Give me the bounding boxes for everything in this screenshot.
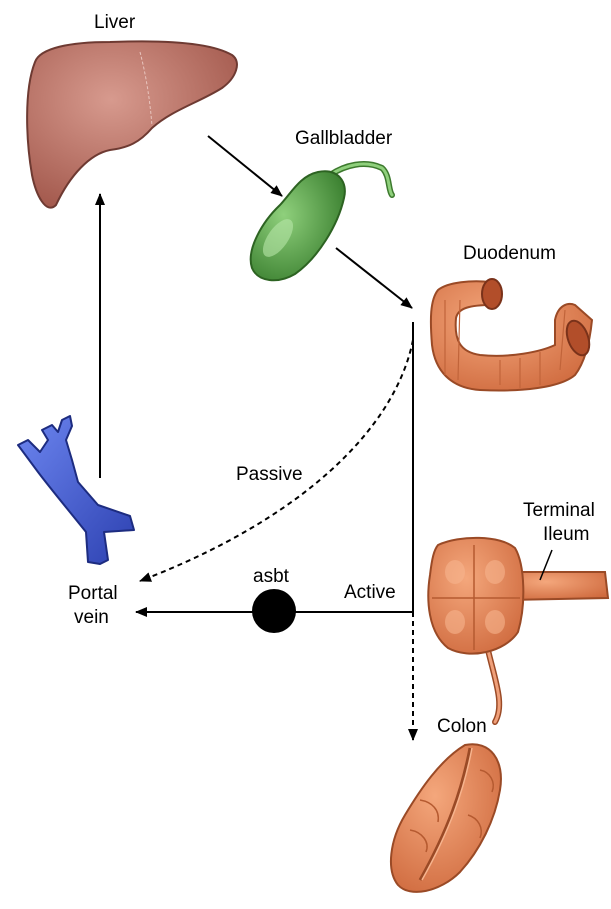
- terminal-ileum-label-line1: Terminal: [523, 500, 595, 521]
- portal-vein-icon: [17, 415, 135, 565]
- asbt-transporter-dot: [252, 589, 296, 633]
- arrow-passive-reabsorption: [139, 339, 414, 582]
- duodenum-icon: [429, 278, 594, 392]
- colon-label: Colon: [437, 716, 487, 737]
- arrow-gallbladder-to-duodenum: [335, 247, 413, 309]
- portal-vein-label-line2: vein: [74, 607, 109, 628]
- terminal-ileum-label-line2: Ileum: [543, 524, 589, 545]
- flow-arrows: [95, 135, 418, 741]
- liver-label: Liver: [94, 12, 136, 33]
- gallbladder-icon: [249, 161, 395, 282]
- passive-label: Passive: [236, 464, 303, 485]
- liver-icon: [26, 40, 238, 209]
- arrow-liver-to-gallbladder: [207, 135, 283, 197]
- asbt-label: asbt: [253, 566, 290, 587]
- colon-icon: [390, 743, 502, 893]
- terminal-ileum-icon: [427, 536, 610, 725]
- portal-vein-label-line1: Portal: [68, 583, 118, 604]
- gallbladder-label: Gallbladder: [295, 128, 393, 149]
- duodenum-label: Duodenum: [463, 243, 556, 264]
- active-label: Active: [344, 582, 396, 603]
